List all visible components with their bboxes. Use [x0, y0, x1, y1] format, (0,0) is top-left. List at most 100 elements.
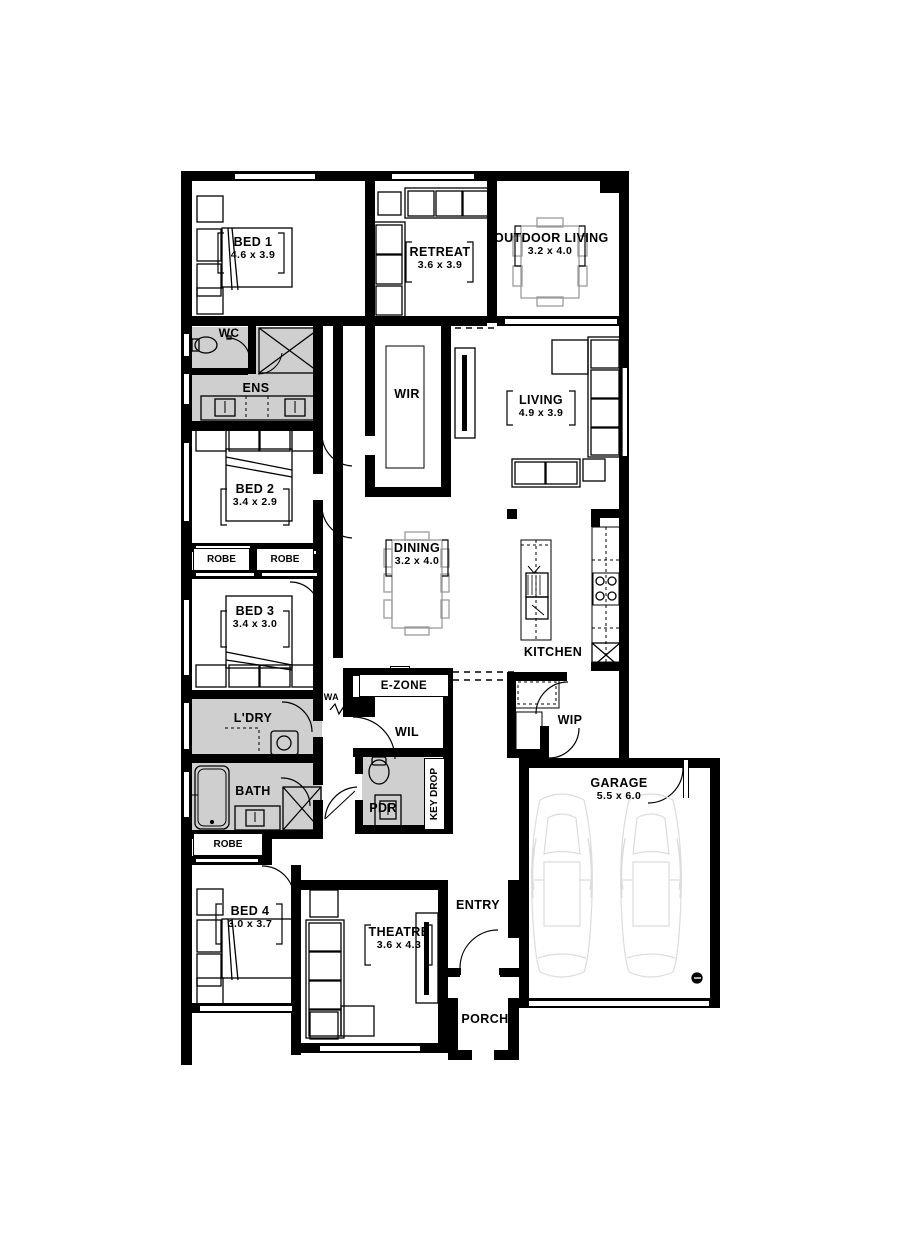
wall-bath-right [313, 763, 323, 785]
wall-entry-sill2 [500, 968, 519, 977]
room-dims-bed2: 3.4 x 2.9 [232, 496, 278, 508]
rwa-text: RWA [316, 692, 340, 702]
wall-ldry-bottom [181, 754, 323, 763]
room-label-wc: WC [206, 327, 252, 339]
room-name-wc: WC [218, 326, 240, 340]
wall-ens-right [313, 316, 323, 428]
wall-garage-right [710, 758, 720, 1008]
ezone-label: E-ZONE [359, 674, 449, 697]
wall-entry-sill [448, 968, 460, 977]
room-name-ldry: L'DRY [233, 711, 273, 725]
room-dims-theatre: 3.6 x 4.3 [376, 939, 422, 951]
wall-bed1-right [365, 171, 375, 323]
room-name-bath: BATH [235, 784, 271, 798]
window-bed1-top [235, 173, 315, 180]
wall-theatre-right [438, 880, 448, 1008]
room-name-ens: ENS [242, 381, 270, 395]
wall-ldry-right-low [313, 737, 323, 757]
window-bed3-left [183, 600, 190, 675]
wall-porch-right [508, 998, 519, 1060]
room-name-wip: WIP [557, 713, 583, 727]
wall-porch-bottom-l [448, 1050, 472, 1060]
wall-robe-right [313, 543, 323, 573]
room-name-porch: PORCH [461, 1012, 509, 1026]
room-label-wil: WIL [382, 725, 432, 739]
room-name-kitchen: KITCHEN [523, 645, 583, 659]
wall-wip-left [507, 672, 516, 758]
wall-wil-right [443, 676, 453, 756]
wall-entry-right [508, 880, 519, 938]
wall-ens-bottom [181, 421, 323, 431]
wall-wip-mid [540, 726, 549, 758]
window-ens-left [183, 374, 190, 404]
wall-porch-left [448, 998, 458, 1060]
room-name-wil: WIL [394, 725, 420, 739]
wall-kitchen-right-lower [591, 662, 619, 671]
wall-wir-left-low [365, 455, 375, 497]
room-label-entry: ENTRY [447, 898, 509, 912]
wall-corridor-left [333, 326, 343, 658]
wall-garage-left [519, 758, 529, 1008]
wall-kitchen-col [591, 509, 600, 527]
wall-bed1-bottom [181, 316, 375, 326]
room-label-wip: WIP [546, 713, 594, 727]
wall-theatre-left [291, 880, 301, 1053]
wall-wc-partition [192, 368, 248, 375]
room-dims-bed4: 3.0 x 3.7 [227, 918, 273, 930]
key-drop-text: KEY DROP [429, 767, 440, 821]
room-label-dining: DINING 3.2 x 4.0 [382, 541, 452, 568]
wet-fill-pdr [362, 756, 424, 832]
robe-bath-label: ROBE [193, 833, 263, 856]
room-dims-living: 4.9 x 3.9 [518, 407, 564, 419]
room-label-theatre: THEATRE 3.6 x 4.3 [355, 925, 443, 952]
room-dims-dining: 3.2 x 4.0 [394, 555, 440, 567]
room-label-bed1: BED 1 4.6 x 3.9 [211, 235, 295, 262]
room-name-bed1: BED 1 [233, 235, 273, 249]
window-bed2-left [183, 443, 190, 521]
robe-right-label: ROBE [256, 548, 314, 571]
window-robe-bottom [196, 572, 254, 577]
wet-fill-ldry [192, 697, 322, 755]
wall-bath-right-low [313, 800, 323, 831]
wall-wir-bottom [365, 487, 451, 497]
wall-wc-right [248, 326, 256, 374]
room-name-bed4: BED 4 [230, 904, 270, 918]
wall-outdoor-top-right-blk [600, 171, 629, 193]
wall-pdr-right [443, 748, 453, 834]
robe-left-label: ROBE [193, 548, 250, 571]
ezone-appliance [390, 666, 410, 675]
window-garage-door [529, 1000, 709, 1007]
room-label-bath: BATH [220, 784, 286, 798]
wall-wip-top [507, 672, 567, 681]
window-bed4-bottom [200, 1005, 292, 1012]
room-name-entry: ENTRY [456, 898, 500, 912]
wall-bed3-right [313, 579, 323, 691]
wall-robe-divider [249, 545, 256, 573]
wall-theatre-right-low [438, 1008, 448, 1053]
window-living-right [621, 368, 628, 456]
wall-pdr-left [355, 748, 363, 774]
room-name-outdoor-living: OUTDOOR LIVING [494, 231, 609, 245]
window-garage-side-door [683, 760, 689, 798]
wall-wir-right [441, 326, 451, 497]
room-dims-retreat: 3.6 x 3.9 [417, 259, 463, 271]
room-label-wir: WIR [380, 387, 434, 401]
room-dims-bed3: 3.4 x 3.0 [232, 618, 278, 630]
wall-garage-top [519, 758, 720, 768]
room-label-kitchen: KITCHEN [515, 645, 591, 659]
wall-retreat-right [487, 171, 497, 323]
room-label-bed4: BED 4 3.0 x 3.7 [208, 904, 292, 931]
room-name-dining: DINING [393, 541, 441, 555]
room-label-pdr: PDR [360, 801, 406, 815]
room-label-porch: PORCH [452, 1012, 518, 1026]
wall-wil-bottom [353, 748, 453, 757]
room-name-garage: GARAGE [590, 776, 648, 790]
room-name-wir: WIR [394, 387, 420, 401]
rwa-label: RWA [314, 690, 342, 704]
wall-theatre-top [291, 880, 448, 890]
wall-wir-left [365, 326, 375, 436]
room-name-bed3: BED 3 [235, 604, 275, 618]
room-name-bed2: BED 2 [235, 482, 275, 496]
room-label-bed2: BED 2 3.4 x 2.9 [213, 482, 297, 509]
